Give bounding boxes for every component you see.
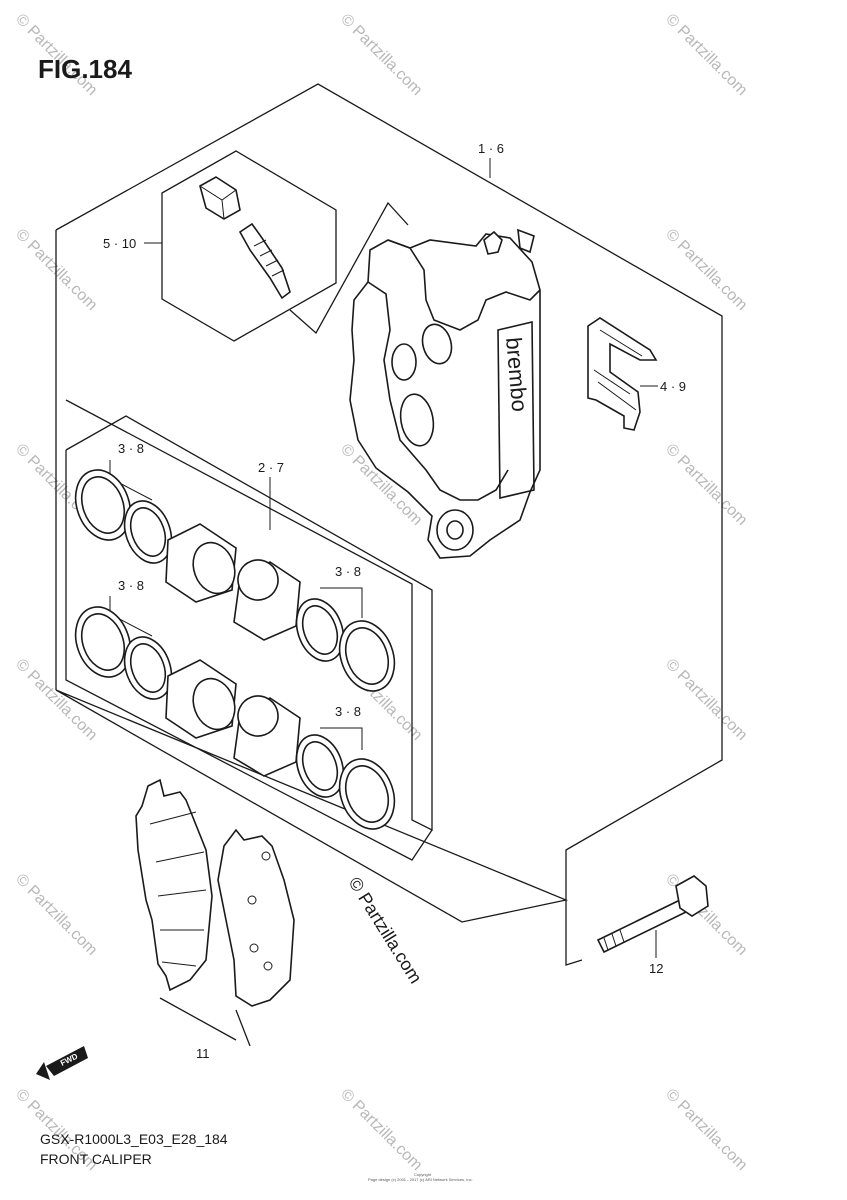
watermark-text: © Partzilla.com — [662, 656, 750, 744]
bleeder-screw-part[interactable] — [238, 222, 291, 300]
callout-pad-spring[interactable]: 4 · 9 — [660, 379, 686, 394]
callout-caliper-bolt[interactable]: 12 — [649, 961, 663, 976]
callout-seal-bottom-right[interactable]: 3 · 8 — [335, 704, 361, 719]
dust-seal-part[interactable] — [288, 728, 351, 803]
bleeder-cap-part[interactable] — [199, 176, 241, 220]
callout-seal-top-left[interactable]: 3 · 8 — [118, 441, 144, 456]
leader-line — [320, 727, 363, 750]
watermark-text: © Partzilla.com — [662, 226, 750, 314]
piston-seal-part[interactable] — [66, 462, 139, 547]
callout-seal-mid-left[interactable]: 3 · 8 — [118, 578, 144, 593]
copyright-small: Page design (c) 2001 - 2017 (c) ARI Netw… — [368, 1177, 473, 1182]
callout-bleeder-kit[interactable]: 5 · 10 — [103, 236, 136, 251]
caliper-piston-part[interactable] — [165, 659, 242, 739]
callout-seal-mid-right[interactable]: 3 · 8 — [335, 564, 361, 579]
diagram-code: GSX-R1000L3_E03_E28_184 — [40, 1131, 228, 1147]
bleeder-kit-box — [161, 150, 337, 342]
copyright-small: Copyright — [414, 1172, 432, 1177]
figure-title: FIG.184 — [38, 54, 132, 84]
section-name: FRONT CALIPER — [40, 1151, 152, 1167]
brake-caliper-part[interactable]: brembo — [349, 228, 541, 559]
fwd-arrow-icon: FWD — [36, 1046, 88, 1080]
watermark-text: © Partzilla.com — [337, 11, 425, 99]
watermark-text: © Partzilla.com — [662, 1086, 750, 1174]
brake-pads-leader — [159, 997, 251, 1047]
watermark-text: © Partzilla.com — [662, 441, 750, 529]
brake-pad-part[interactable] — [217, 828, 295, 1007]
callout-caliper-assembly[interactable]: 1 · 6 — [478, 141, 504, 156]
caliper-piston-part[interactable] — [232, 690, 301, 777]
dust-seal-part[interactable] — [116, 494, 179, 569]
caliper-piston-part[interactable] — [232, 554, 301, 641]
piston-seal-part[interactable] — [330, 613, 403, 698]
assembly-outline — [55, 83, 723, 966]
center-copyright: © Partzilla.com — [345, 874, 426, 987]
brake-pad-part[interactable] — [135, 778, 213, 992]
leader-line — [320, 587, 363, 618]
dust-seal-part[interactable] — [288, 592, 351, 667]
dust-seal-part[interactable] — [116, 630, 179, 705]
watermark-text: © Partzilla.com — [12, 871, 100, 959]
watermark-text: © Partzilla.com — [337, 1086, 425, 1174]
caliper-bolt-part[interactable] — [596, 875, 709, 954]
piston-set-outline — [65, 450, 433, 861]
bleeder-leader — [289, 201, 409, 335]
pad-spring-part[interactable] — [587, 317, 658, 431]
callout-brake-pads[interactable]: 11 — [196, 1046, 210, 1061]
watermark-text: © Partzilla.com — [662, 11, 750, 99]
piston-seal-part[interactable] — [66, 599, 139, 684]
caliper-piston-part[interactable] — [165, 523, 242, 603]
piston-seal-part[interactable] — [330, 751, 403, 836]
callout-piston-set[interactable]: 2 · 7 — [258, 460, 284, 475]
